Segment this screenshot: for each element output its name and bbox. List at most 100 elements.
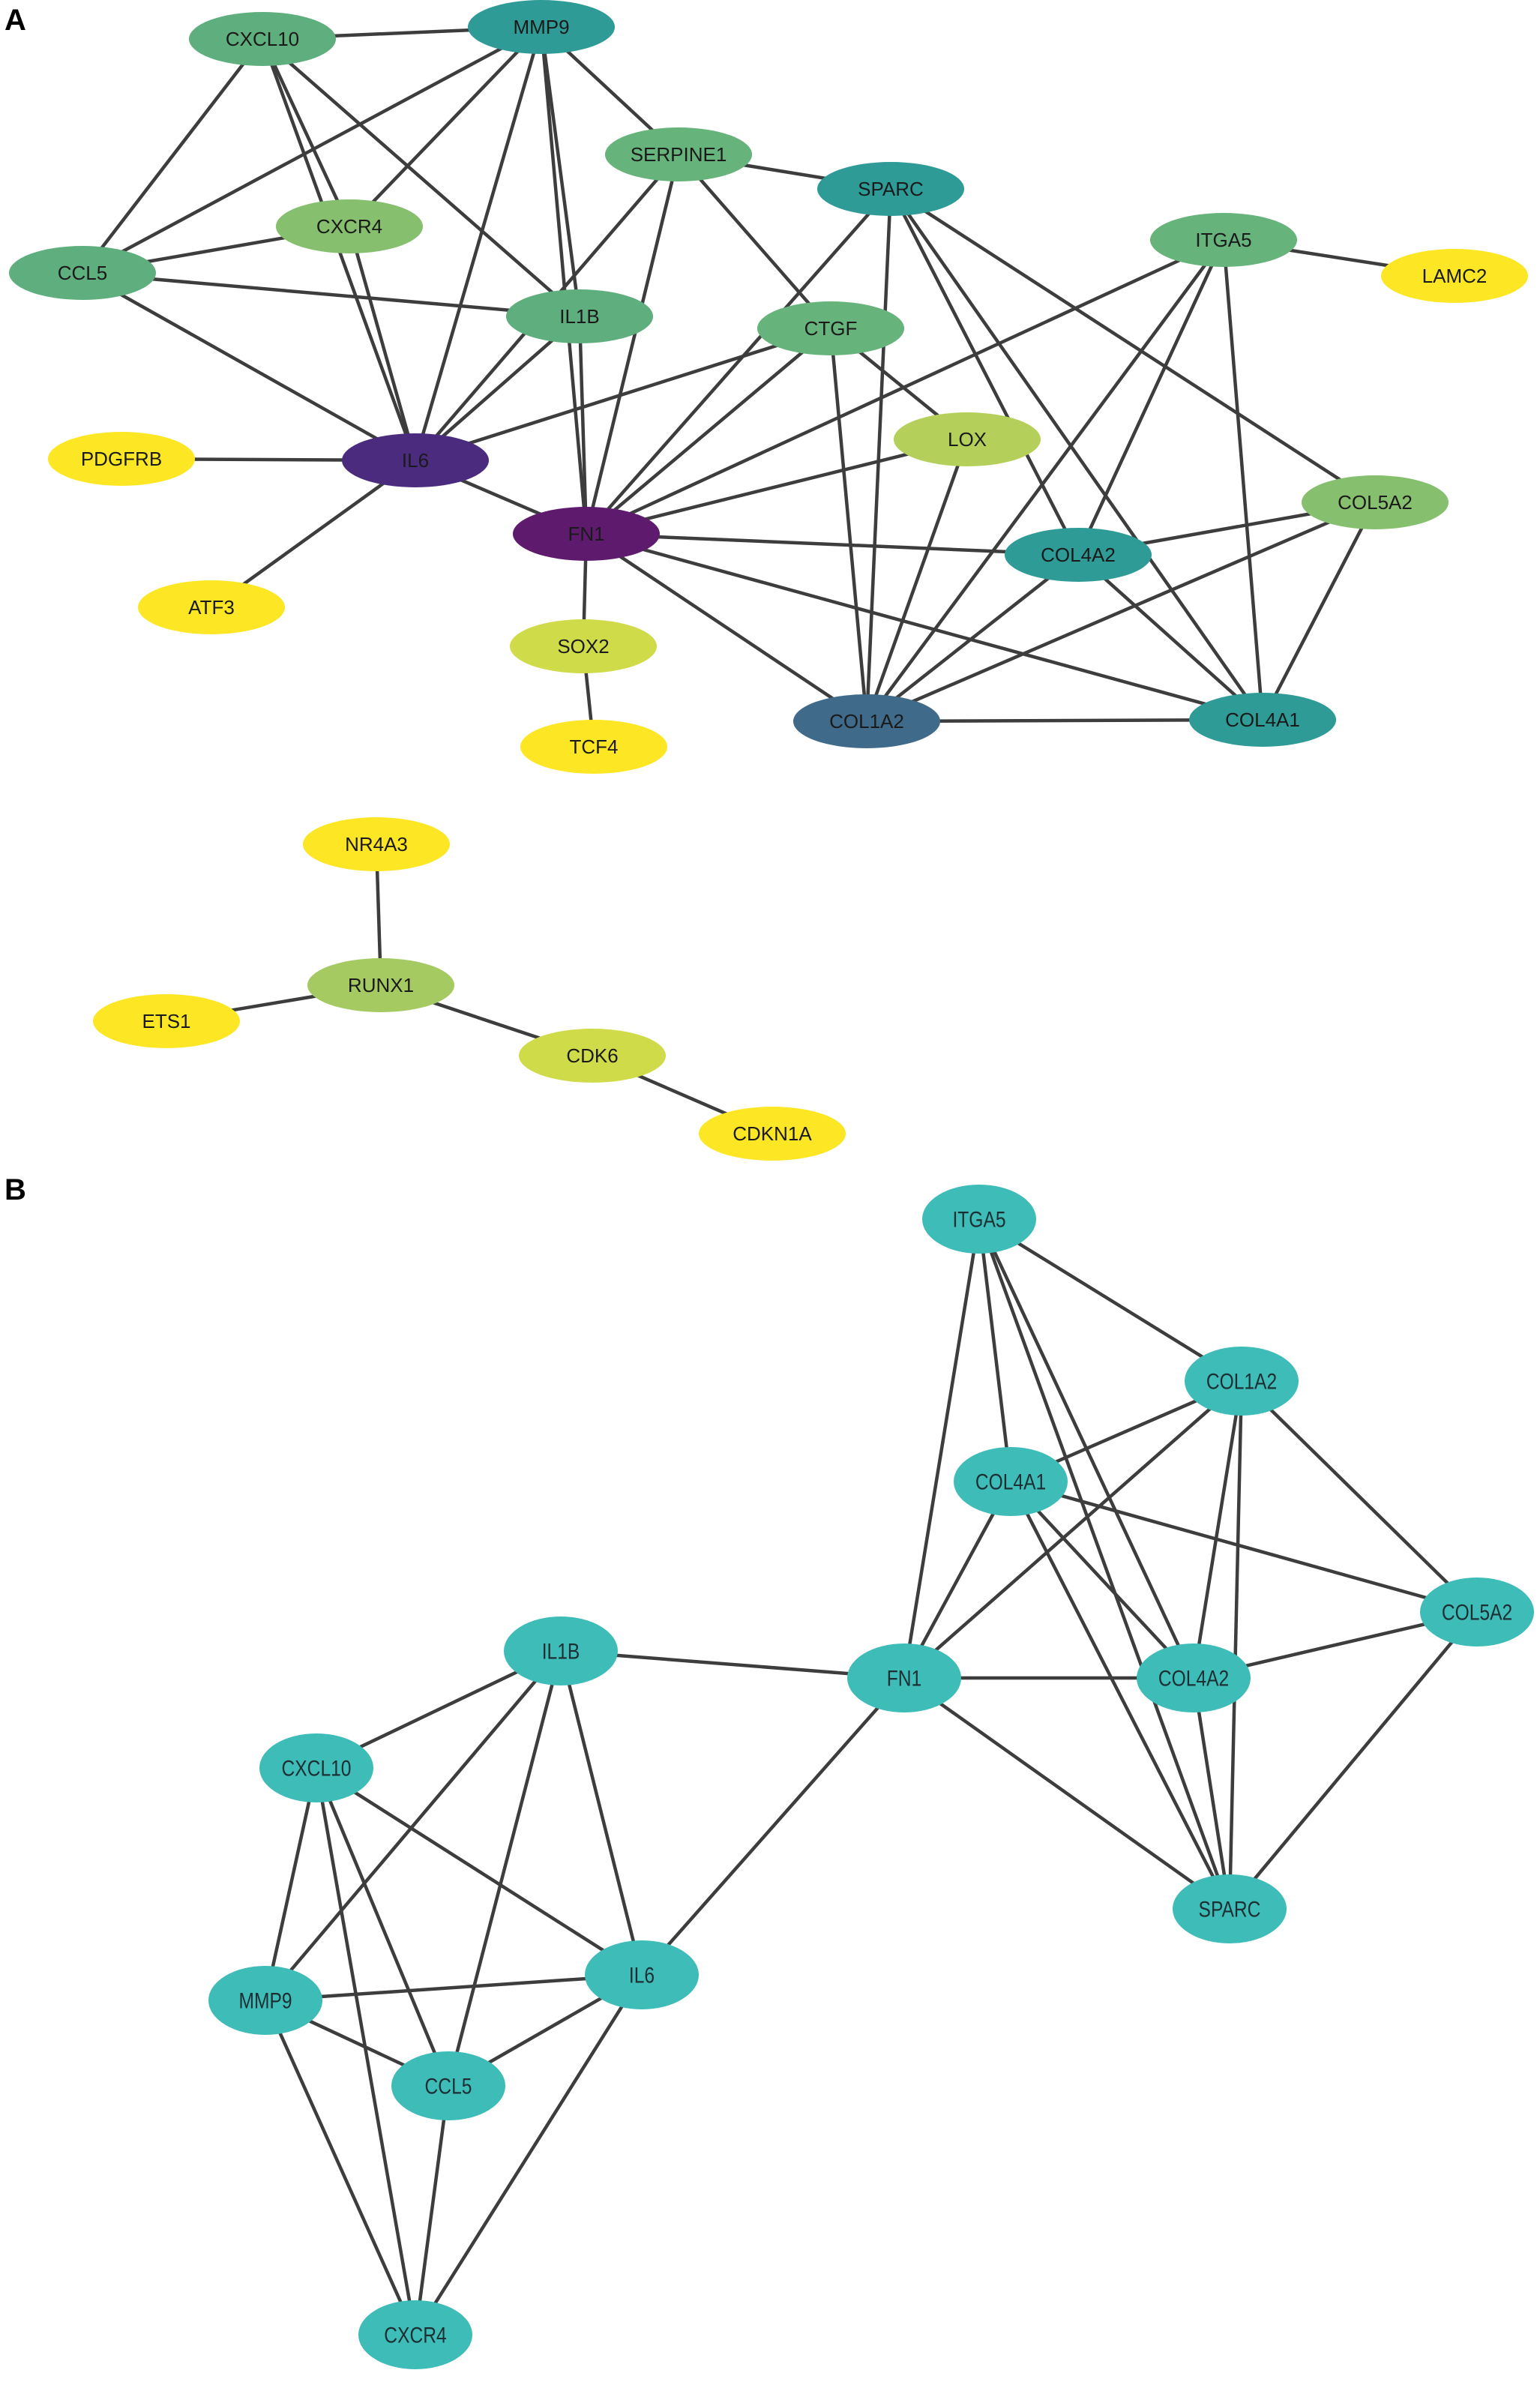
edge-cxcl10-il1b [261,37,581,318]
node-shape [9,246,156,300]
edge-itga5-col1a2 [865,238,1225,723]
edge-serpine1-fn1 [584,154,681,535]
node-label: CXCL10 [226,28,299,50]
panel-b-label: B [4,1173,26,1206]
node-shape [138,580,285,634]
node-fn1: FN1 [513,507,660,561]
node-label: CCL5 [58,262,107,284]
edge-mmp9-cxcr4 [348,25,543,228]
node-shape [189,12,336,66]
node-label: SERPINE1 [631,143,727,166]
node-label: COL5A2 [1338,491,1413,514]
edge-col1a2-col4a2 [1191,1380,1244,1679]
edge-col4a1-sparc [1008,1480,1232,1910]
node-label: IL1B [542,1638,580,1664]
node-sparc: SPARC [1173,1874,1287,1943]
node-shape [358,2300,472,2369]
node-ets1: ETS1 [93,994,240,1048]
edge-col5a2-col4a1 [1261,501,1377,721]
node-cxcr4: CXCR4 [276,199,423,253]
node-label: ITGA5 [952,1206,1005,1232]
edge-il6-ctgf [415,326,831,463]
node-shape [757,301,904,355]
edge-itga5-sparc [977,1218,1232,1910]
node-il1b: IL1B [506,289,653,343]
node-cdk6: CDK6 [519,1029,666,1083]
node-fn1: FN1 [847,1643,961,1712]
edge-mmp9-il6 [413,26,544,461]
node-shape [307,958,454,1012]
node-label: COL4A1 [1225,709,1300,731]
node-sox2: SOX2 [510,619,657,673]
edge-il1b-il6 [559,1650,644,1976]
node-shape [1173,1874,1287,1943]
node-shape [93,994,240,1048]
edge-mmp9-fn1 [539,26,589,535]
node-label: RUNX1 [348,974,414,996]
edge-ccl5-il1b [82,271,580,319]
node-label: IL1B [559,305,600,328]
node-col5a2: COL5A2 [1302,475,1449,529]
node-label: MMP9 [513,16,569,38]
node-cdkn1a: CDKN1A [699,1107,846,1161]
edge-fn1-sparc [903,1676,1231,1910]
node-label: COL1A2 [829,710,904,733]
node-label: CDK6 [566,1044,618,1067]
node-nr4a3: NR4A3 [303,817,450,871]
node-shape [506,289,653,343]
node-label: COL1A2 [1206,1368,1277,1394]
node-label: CXCL10 [282,1755,352,1781]
node-shape [259,1733,373,1802]
edge-sparc-col4a2 [888,187,1080,556]
node-label: MMP9 [238,1988,292,2013]
edge-cxcl10-mmp9 [263,1767,319,2001]
node-ccl5: CCL5 [9,246,156,300]
node-label: COL5A2 [1442,1599,1512,1625]
edge-cxcr4-il6 [347,226,418,461]
edge-il6-atf3 [210,459,417,609]
edge-itga5-fn1 [586,238,1224,536]
node-cxcl10: CXCL10 [259,1733,373,1802]
panel-a-label: A [4,4,26,37]
node-label: NR4A3 [345,833,408,855]
node-col1a2: COL1A2 [1185,1347,1299,1416]
node-shape [303,817,450,871]
edge-sparc-col4a1 [889,187,1264,721]
edge-cxcl10-cxcr4 [314,1767,418,2336]
edge-sparc-col1a2 [864,188,893,722]
node-label: COL4A2 [1041,544,1116,566]
node-shape [520,720,667,774]
node-label: CDKN1A [733,1122,812,1145]
node-cxcr4: CXCR4 [358,2300,472,2369]
node-label: LOX [948,428,987,451]
edge-col1a2-col5a2 [1240,1380,1479,1613]
node-shape [276,199,423,253]
edge-cxcl10-ccl5 [314,1767,451,2087]
edge-fn1-il6 [640,1676,906,1976]
edge-il1b-fn1 [577,316,589,535]
panel-a-network: CXCL10MMP9SERPINE1SPARCCXCR4CCL5IL1BCTGF… [9,0,1528,1161]
node-lamc2: LAMC2 [1381,249,1528,303]
node-label: FN1 [887,1665,921,1691]
edge-fn1-col4a2 [586,532,1079,557]
panel-a-nodes: CXCL10MMP9SERPINE1SPARCCXCR4CCL5IL1BCTGF… [9,0,1528,1161]
node-shape [504,1616,618,1685]
edge-mmp9-cxcr4 [263,2000,418,2336]
node-shape [699,1107,846,1161]
node-il1b: IL1B [504,1616,618,1685]
edge-itga5-col1a2 [978,1218,1243,1383]
node-shape [1150,213,1297,267]
edge-lox-fn1 [586,437,968,536]
edge-col5a2-sparc [1228,1610,1479,1910]
node-label: ETS1 [142,1010,190,1032]
node-label: PDGFRB [81,448,162,470]
edge-fn1-il1b [560,1649,905,1680]
node-shape [519,1029,666,1083]
edge-col4a1-col4a2 [1009,1480,1195,1679]
node-col4a2: COL4A2 [1005,528,1152,582]
edge-ccl5-cxcr4 [413,2085,451,2336]
node-shape [1005,528,1152,582]
node-shape [48,432,195,486]
node-col4a1: COL4A1 [954,1447,1068,1516]
